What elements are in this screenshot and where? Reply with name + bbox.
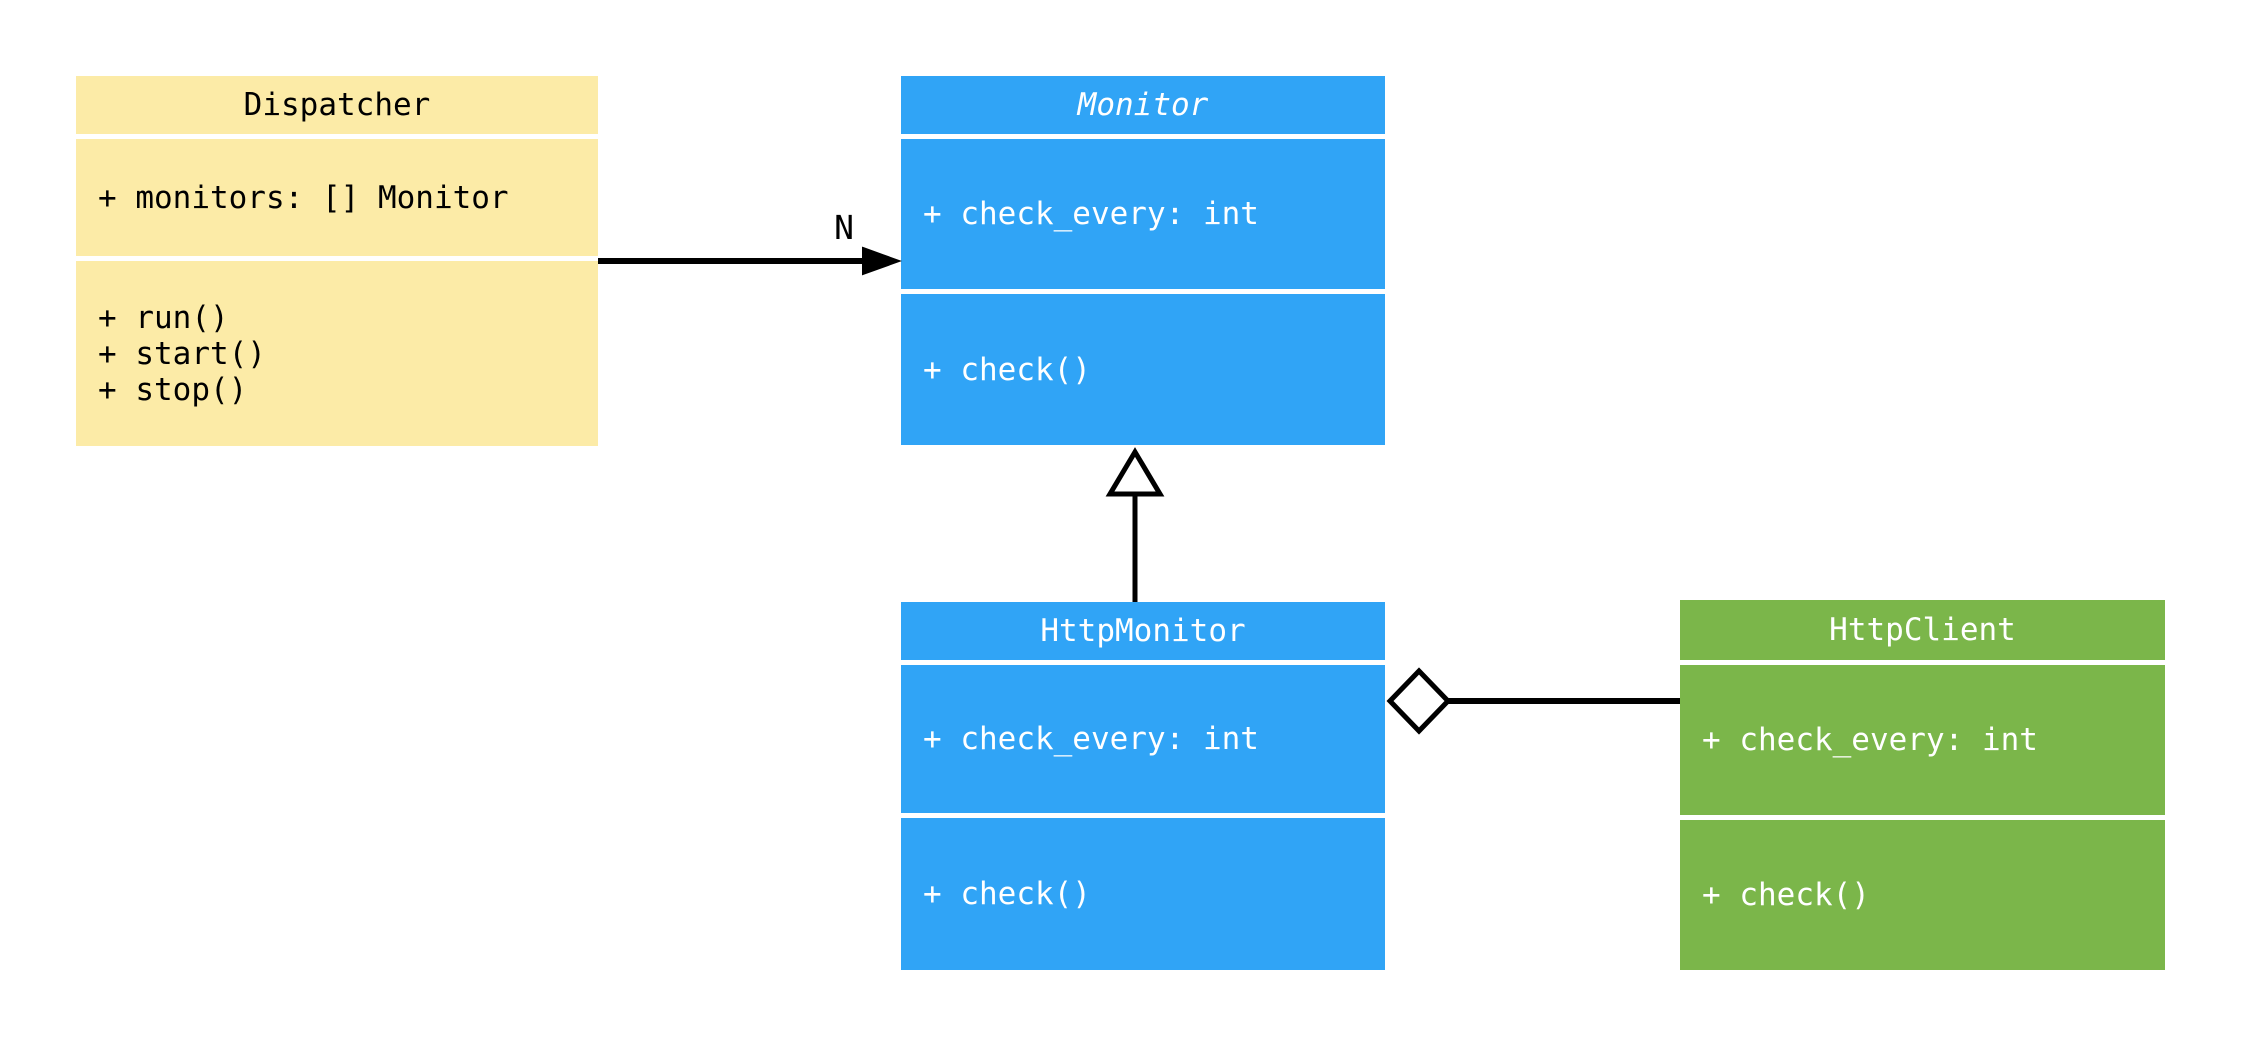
class-title-httpmonitor: HttpMonitor — [901, 602, 1385, 660]
class-methods-monitor: + check() — [901, 294, 1385, 445]
class-methods-httpclient: + check() — [1680, 820, 2165, 970]
aggregation-diamond-icon — [1386, 667, 1452, 735]
attribute-row: + check_every: int — [923, 721, 1259, 757]
class-node-dispatcher: Dispatcher + monitors: [] Monitor + run(… — [76, 76, 598, 446]
class-methods-httpmonitor: + check() — [901, 818, 1385, 970]
association-multiplicity-label: N — [834, 208, 854, 247]
association-edge-dispatcher-monitor — [598, 246, 902, 276]
method-row: + check() — [923, 351, 1091, 388]
attribute-row: + monitors: [] Monitor — [98, 179, 509, 216]
class-title-dispatcher: Dispatcher — [76, 76, 598, 134]
class-node-httpclient: HttpClient + check_every: int + check() — [1680, 600, 2165, 970]
inheritance-edge-httpmonitor-monitor — [1105, 447, 1165, 602]
association-arrowhead-icon — [862, 246, 902, 276]
class-attributes-monitor: + check_every: int — [901, 139, 1385, 289]
method-row: + run() — [98, 299, 229, 336]
attribute-row: + check_every: int — [1702, 722, 2038, 758]
inheritance-triangle-icon — [1105, 447, 1165, 497]
method-row: + start() — [98, 335, 266, 372]
class-attributes-httpmonitor: + check_every: int — [901, 665, 1385, 813]
class-attributes-httpclient: + check_every: int — [1680, 665, 2165, 815]
attribute-row: + check_every: int — [923, 196, 1259, 232]
class-title-httpclient: HttpClient — [1680, 600, 2165, 660]
class-node-httpmonitor: HttpMonitor + check_every: int + check() — [901, 602, 1385, 970]
class-title-monitor: Monitor — [901, 76, 1385, 134]
method-row: + check() — [923, 876, 1091, 912]
class-attributes-dispatcher: + monitors: [] Monitor — [76, 139, 598, 256]
aggregation-edge-httpmonitor-httpclient — [1386, 667, 1680, 735]
method-row: + check() — [1702, 877, 1870, 913]
class-node-monitor: Monitor + check_every: int + check() — [901, 76, 1385, 445]
class-methods-dispatcher: + run() + start() + stop() — [76, 261, 598, 446]
method-row: + stop() — [98, 371, 248, 408]
